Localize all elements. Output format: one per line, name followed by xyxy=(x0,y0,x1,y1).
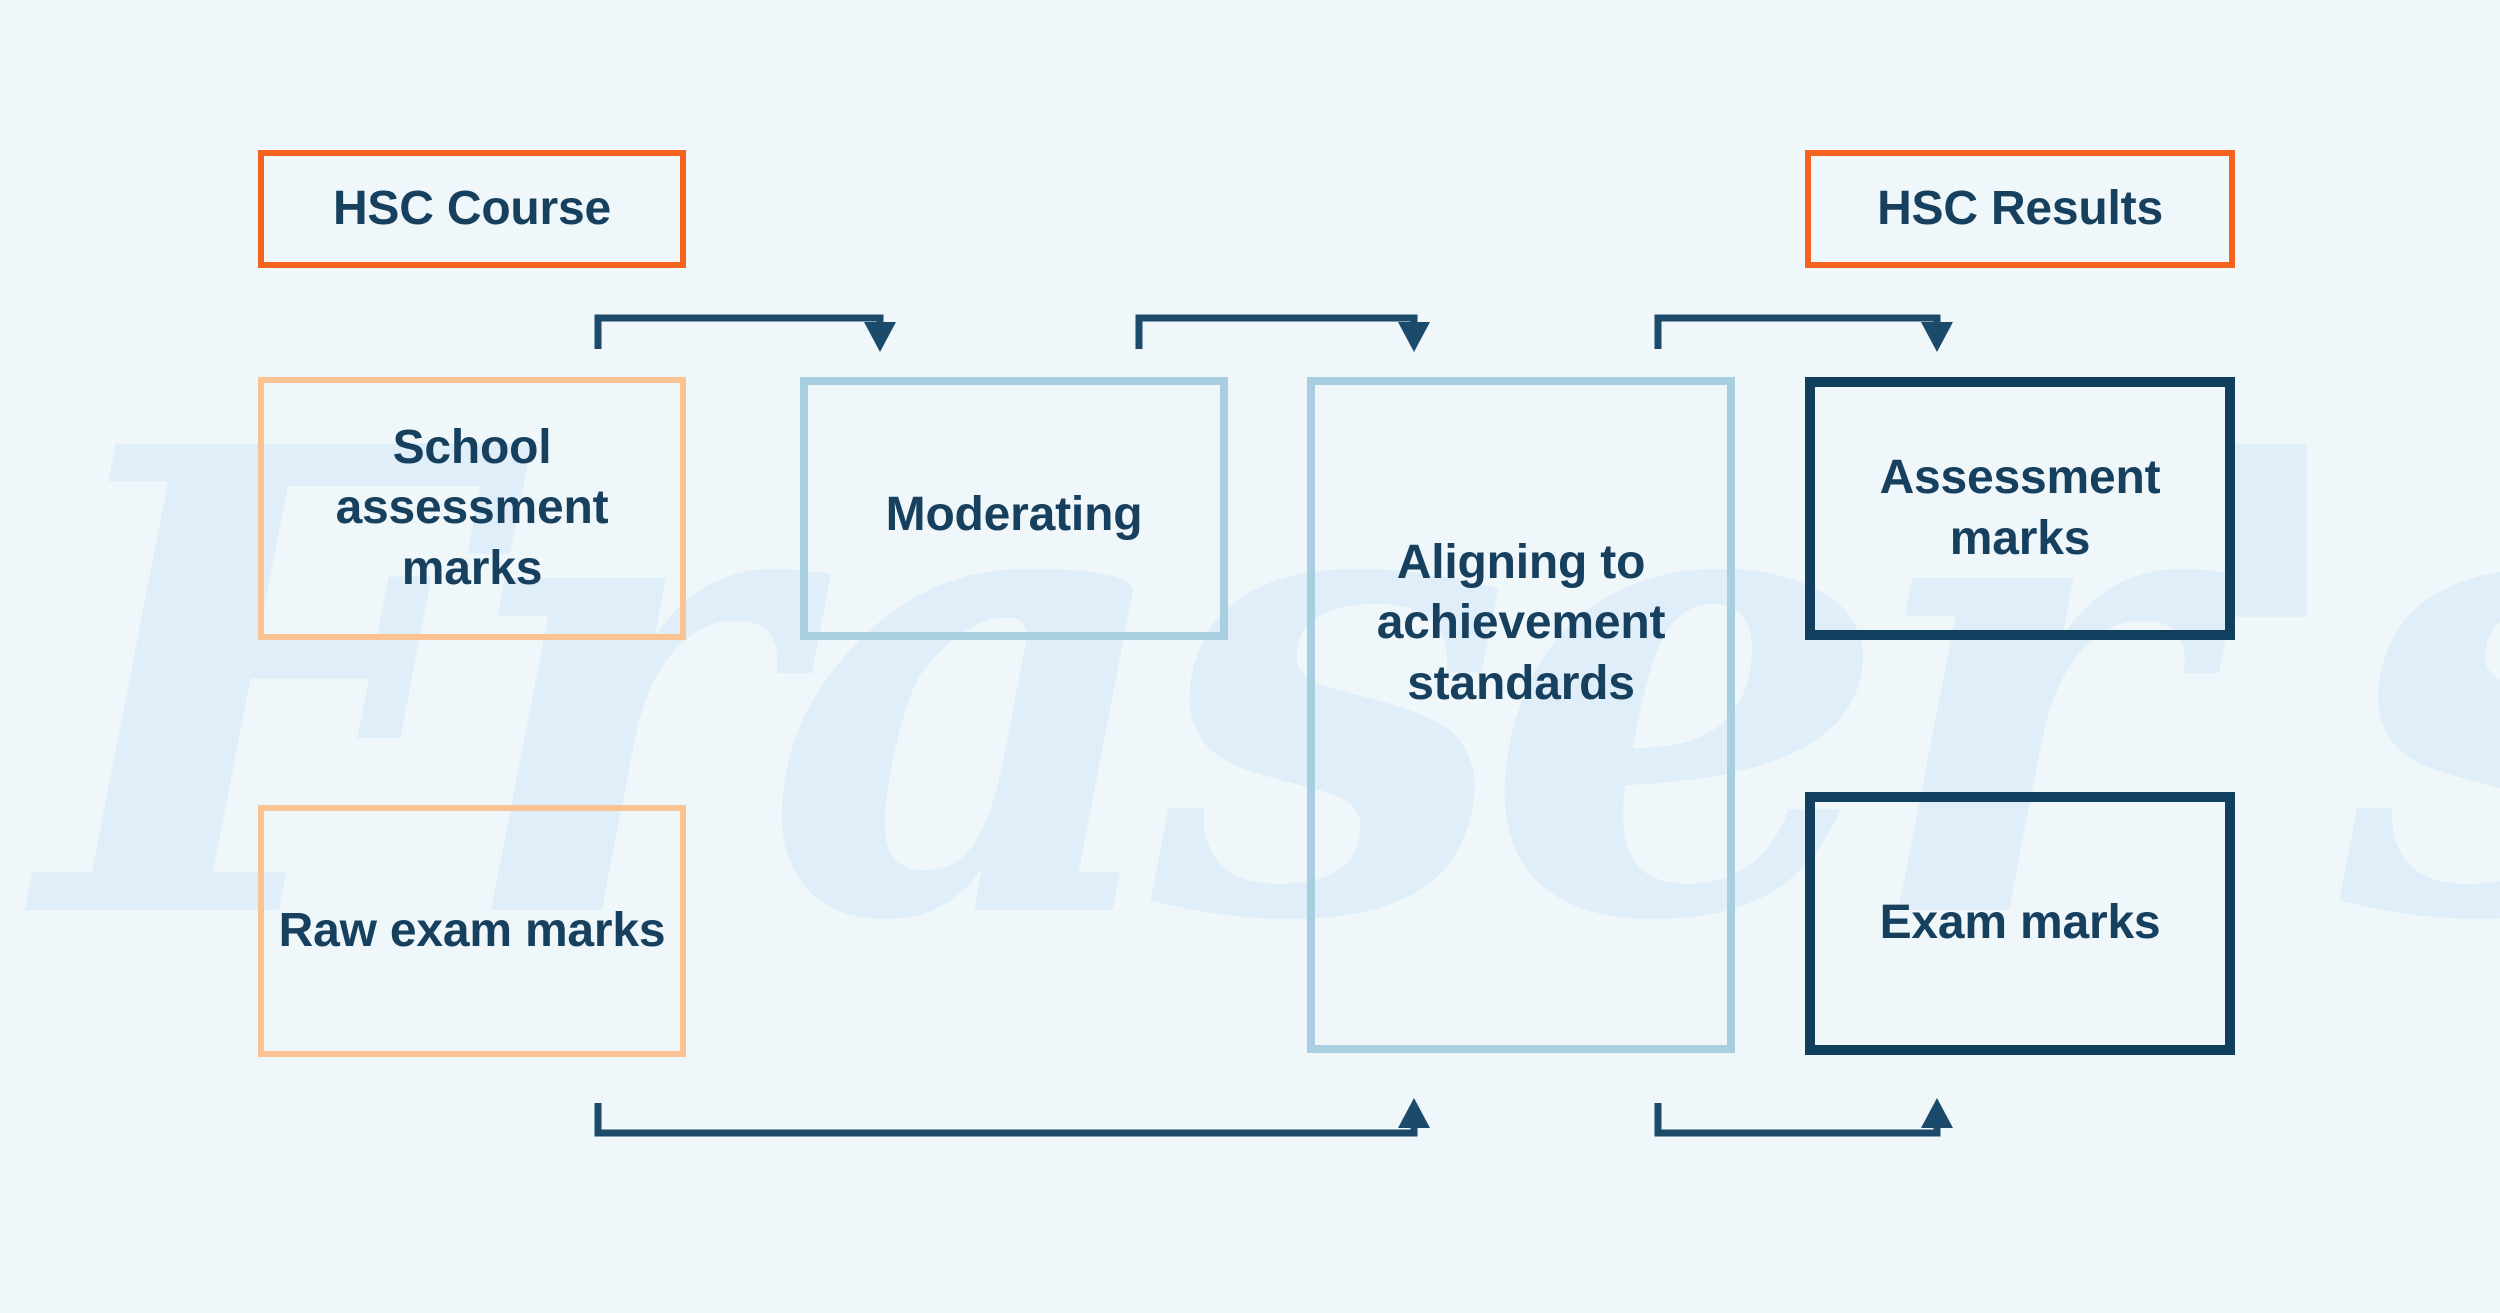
header-hsc-results-label: HSC Results xyxy=(1877,181,2163,235)
node-aligning-to-achievement-standards-label: Aligning to achievement standards xyxy=(1376,536,1666,710)
connector-school-assessment-to-moderating xyxy=(594,314,896,352)
connector-aligning-to-assessment-marks xyxy=(1654,314,1953,352)
connector-aligning-to-exam-marks xyxy=(1654,1098,1953,1137)
node-aligning-to-achievement-standards: Aligning to achievement standards xyxy=(1307,377,1735,1053)
header-hsc-course: HSC Course xyxy=(258,150,686,268)
node-assessment-marks: Assessment marks xyxy=(1805,377,2235,640)
node-exam-marks-label: Exam marks xyxy=(1879,896,2161,950)
connector-moderating-to-aligning xyxy=(1135,314,1430,352)
node-exam-marks: Exam marks xyxy=(1805,792,2235,1055)
node-assessment-marks-label: Assessment marks xyxy=(1879,451,2161,565)
header-hsc-results: HSC Results xyxy=(1805,150,2235,268)
connector-raw-exam-marks-to-aligning xyxy=(594,1098,1430,1137)
node-moderating-label: Moderating xyxy=(885,488,1143,542)
node-school-assessment-marks-label: School assessment marks xyxy=(335,420,609,595)
node-raw-exam-marks: Raw exam marks xyxy=(258,805,686,1057)
node-school-assessment-marks: School assessment marks xyxy=(258,377,686,640)
node-raw-exam-marks-label: Raw exam marks xyxy=(278,903,666,957)
node-moderating: Moderating xyxy=(800,377,1228,640)
header-hsc-course-label: HSC Course xyxy=(332,181,612,235)
